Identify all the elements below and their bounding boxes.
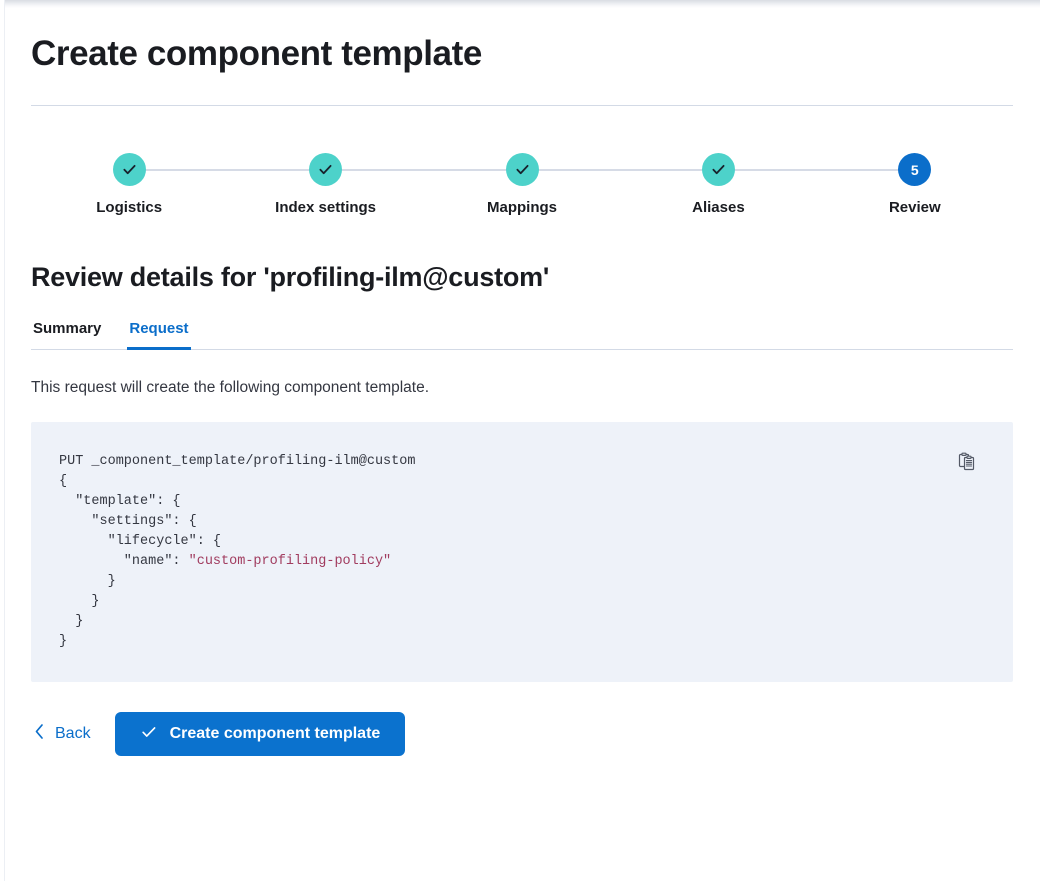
header-divider <box>31 105 1013 106</box>
code-line-name-value: "custom-profiling-policy" <box>188 554 392 569</box>
page-title: Create component template <box>31 34 482 73</box>
code-line-close-0: } <box>59 634 68 649</box>
code-line-close-1: } <box>59 614 84 629</box>
back-button-label: Back <box>55 725 91 742</box>
step-connector <box>325 169 523 171</box>
back-button[interactable]: Back <box>31 717 93 751</box>
step-logistics[interactable]: Logistics <box>31 153 326 216</box>
step-aliases[interactable]: Aliases <box>620 153 915 216</box>
check-icon <box>140 723 158 746</box>
tab-request[interactable]: Request <box>127 320 191 350</box>
request-code-content[interactable]: PUT _component_template/profiling-ilm@cu… <box>31 422 1013 676</box>
request-code-block: PUT _component_template/profiling-ilm@cu… <box>31 422 1013 682</box>
code-line-name-key: "name": <box>59 554 189 569</box>
copy-clipboard-icon[interactable] <box>955 450 979 474</box>
code-line-lifecycle: "lifecycle": { <box>59 534 222 549</box>
step-label: Aliases <box>692 199 745 216</box>
step-connector <box>522 169 719 171</box>
wizard-stepper: Logistics Index settings Mappings Aliase… <box>31 153 1013 216</box>
review-heading: Review details for 'profiling-ilm@custom… <box>31 262 549 292</box>
step-label: Mappings <box>487 199 558 216</box>
step-index-settings[interactable]: Index settings <box>227 153 523 216</box>
step-number: 5 <box>910 161 919 178</box>
code-line-method: PUT _component_template/profiling-ilm@cu… <box>59 454 416 469</box>
step-review[interactable]: 5 Review <box>817 153 1013 216</box>
create-component-template-label: Create component template <box>169 725 381 742</box>
step-connector <box>718 169 915 171</box>
code-line-open-brace: { <box>59 474 68 489</box>
step-circle-complete[interactable] <box>309 153 343 186</box>
code-line-settings: "settings": { <box>59 514 197 529</box>
request-description: This request will create the following c… <box>31 379 430 396</box>
step-label: Review <box>888 199 941 216</box>
tab-summary[interactable]: Summary <box>31 320 103 350</box>
left-rail <box>0 0 5 881</box>
step-mappings[interactable]: Mappings <box>424 153 719 216</box>
chevron-left-icon <box>33 723 46 745</box>
review-tabs: Summary Request <box>31 320 1013 350</box>
step-label: Index settings <box>275 199 377 216</box>
step-circle-complete[interactable] <box>505 153 539 186</box>
code-line-close-3: } <box>59 574 116 589</box>
step-label: Logistics <box>96 199 163 216</box>
step-circle-complete[interactable] <box>701 153 735 186</box>
step-circle-complete[interactable] <box>112 153 146 186</box>
code-line-template: "template": { <box>59 494 181 509</box>
create-component-template-button[interactable]: Create component template <box>114 712 406 756</box>
step-circle-current[interactable]: 5 <box>898 153 932 186</box>
step-connector <box>129 169 326 171</box>
wizard-footer: Back Create component template <box>31 712 1013 756</box>
code-line-close-2: } <box>59 594 100 609</box>
